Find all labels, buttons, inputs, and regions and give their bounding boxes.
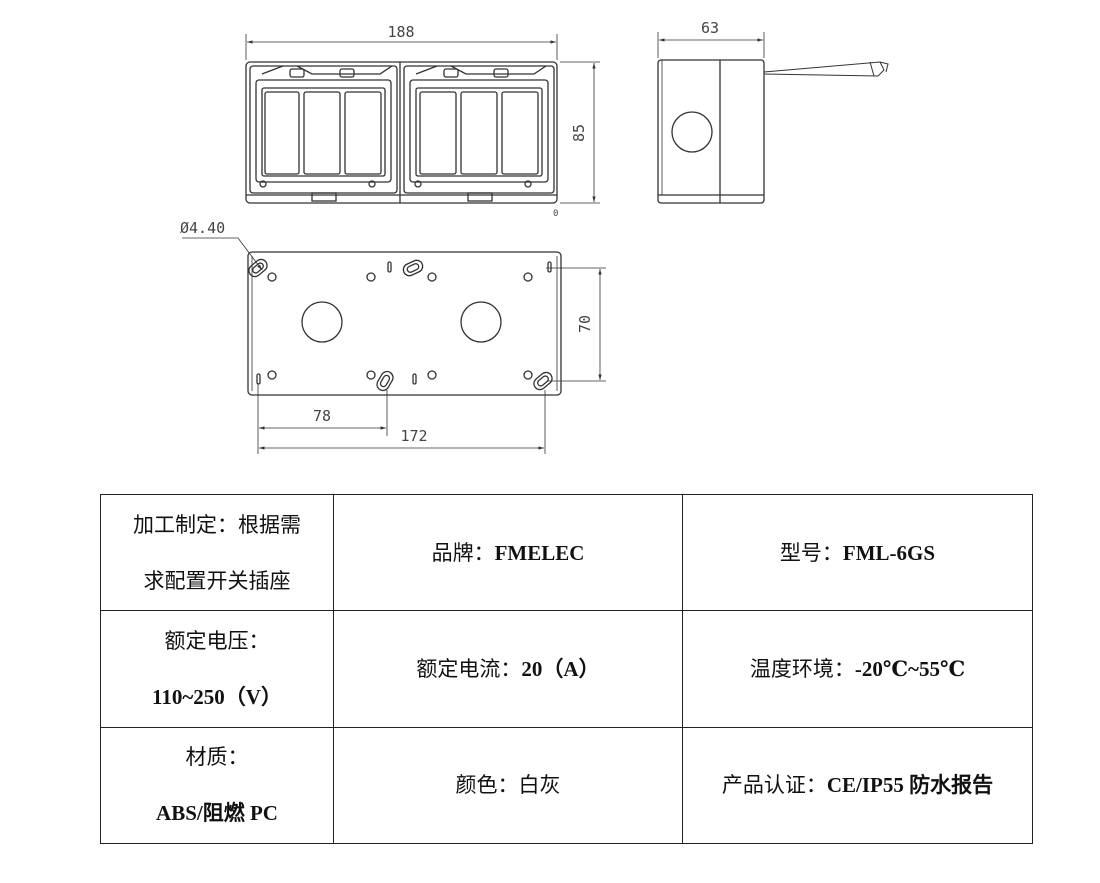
spec-temperature: 温度环境：-20℃~55℃ bbox=[682, 610, 1033, 728]
spec-certification-label: 产品认证： bbox=[721, 773, 827, 798]
table-row: 材质： ABS/阻燃 PC 颜色：白灰 产品认证：CE/IP55 防水报告 bbox=[100, 726, 1033, 845]
spec-certification: 产品认证：CE/IP55 防水报告 bbox=[682, 726, 1033, 845]
spec-temperature-label: 温度环境： bbox=[749, 656, 855, 681]
spec-brand: 品牌：FMELEC bbox=[333, 493, 683, 612]
rear-knockout-right bbox=[460, 301, 502, 343]
front-view bbox=[245, 34, 600, 204]
rear-knockout-left bbox=[301, 301, 343, 343]
spec-temperature-value: -20℃~55℃ bbox=[854, 656, 966, 681]
switch-6 bbox=[501, 91, 539, 175]
spec-custom: 加工制定：根据需 求配置开关插座 bbox=[100, 493, 334, 612]
rear-view bbox=[182, 237, 606, 454]
dim-85: 85 bbox=[570, 124, 588, 142]
spec-brand-label: 品牌： bbox=[431, 540, 495, 565]
dim-172: 172 bbox=[400, 427, 427, 445]
spec-current-label: 额定电流： bbox=[416, 656, 522, 681]
dim-63: 63 bbox=[701, 19, 719, 37]
spec-material-label: 材质： bbox=[185, 745, 249, 770]
dim-mark: 0 bbox=[553, 209, 558, 219]
spec-voltage-value: 110~250（V） bbox=[152, 684, 282, 709]
spec-table: 加工制定：根据需 求配置开关插座 品牌：FMELEC 型号：FML-6GS 额定… bbox=[100, 493, 1033, 845]
spec-model: 型号：FML-6GS bbox=[682, 493, 1033, 612]
spec-color-value: 白灰 bbox=[518, 773, 561, 798]
dim-70: 70 bbox=[576, 315, 594, 333]
side-knockout bbox=[671, 111, 713, 153]
spec-certification-value: CE/IP55 防水报告 bbox=[826, 773, 994, 798]
switch-1 bbox=[264, 91, 300, 175]
switch-3 bbox=[344, 91, 382, 175]
spec-voltage: 额定电压： 110~250（V） bbox=[100, 610, 334, 728]
side-view bbox=[657, 32, 889, 204]
switch-2 bbox=[303, 91, 341, 175]
spec-custom-line1: 加工制定：根据需 bbox=[133, 512, 301, 537]
spec-model-label: 型号： bbox=[779, 540, 843, 565]
spec-current-value: 20（A） bbox=[521, 656, 600, 681]
spec-color: 颜色：白灰 bbox=[333, 726, 683, 845]
dim-188: 188 bbox=[387, 23, 414, 41]
spec-voltage-label: 额定电压： bbox=[164, 628, 270, 653]
dim-hole-diameter: Ø4.40 bbox=[180, 219, 225, 237]
spec-color-label: 颜色： bbox=[455, 773, 519, 798]
spec-custom-line2: 求配置开关插座 bbox=[143, 568, 291, 593]
technical-drawing: 188 85 0 63 bbox=[180, 19, 889, 454]
table-row: 加工制定：根据需 求配置开关插座 品牌：FMELEC 型号：FML-6GS bbox=[100, 493, 1033, 612]
spec-brand-value: FMELEC bbox=[494, 540, 585, 565]
spec-model-value: FML-6GS bbox=[842, 540, 936, 565]
spec-current: 额定电流：20（A） bbox=[333, 610, 683, 728]
dim-78: 78 bbox=[313, 407, 331, 425]
spec-material-value: ABS/阻燃 PC bbox=[156, 801, 278, 826]
table-row: 额定电压： 110~250（V） 额定电流：20（A） 温度环境：-20℃~55… bbox=[100, 610, 1033, 728]
switch-4 bbox=[419, 91, 457, 175]
spec-material: 材质： ABS/阻燃 PC bbox=[100, 726, 334, 845]
switch-5 bbox=[460, 91, 498, 175]
